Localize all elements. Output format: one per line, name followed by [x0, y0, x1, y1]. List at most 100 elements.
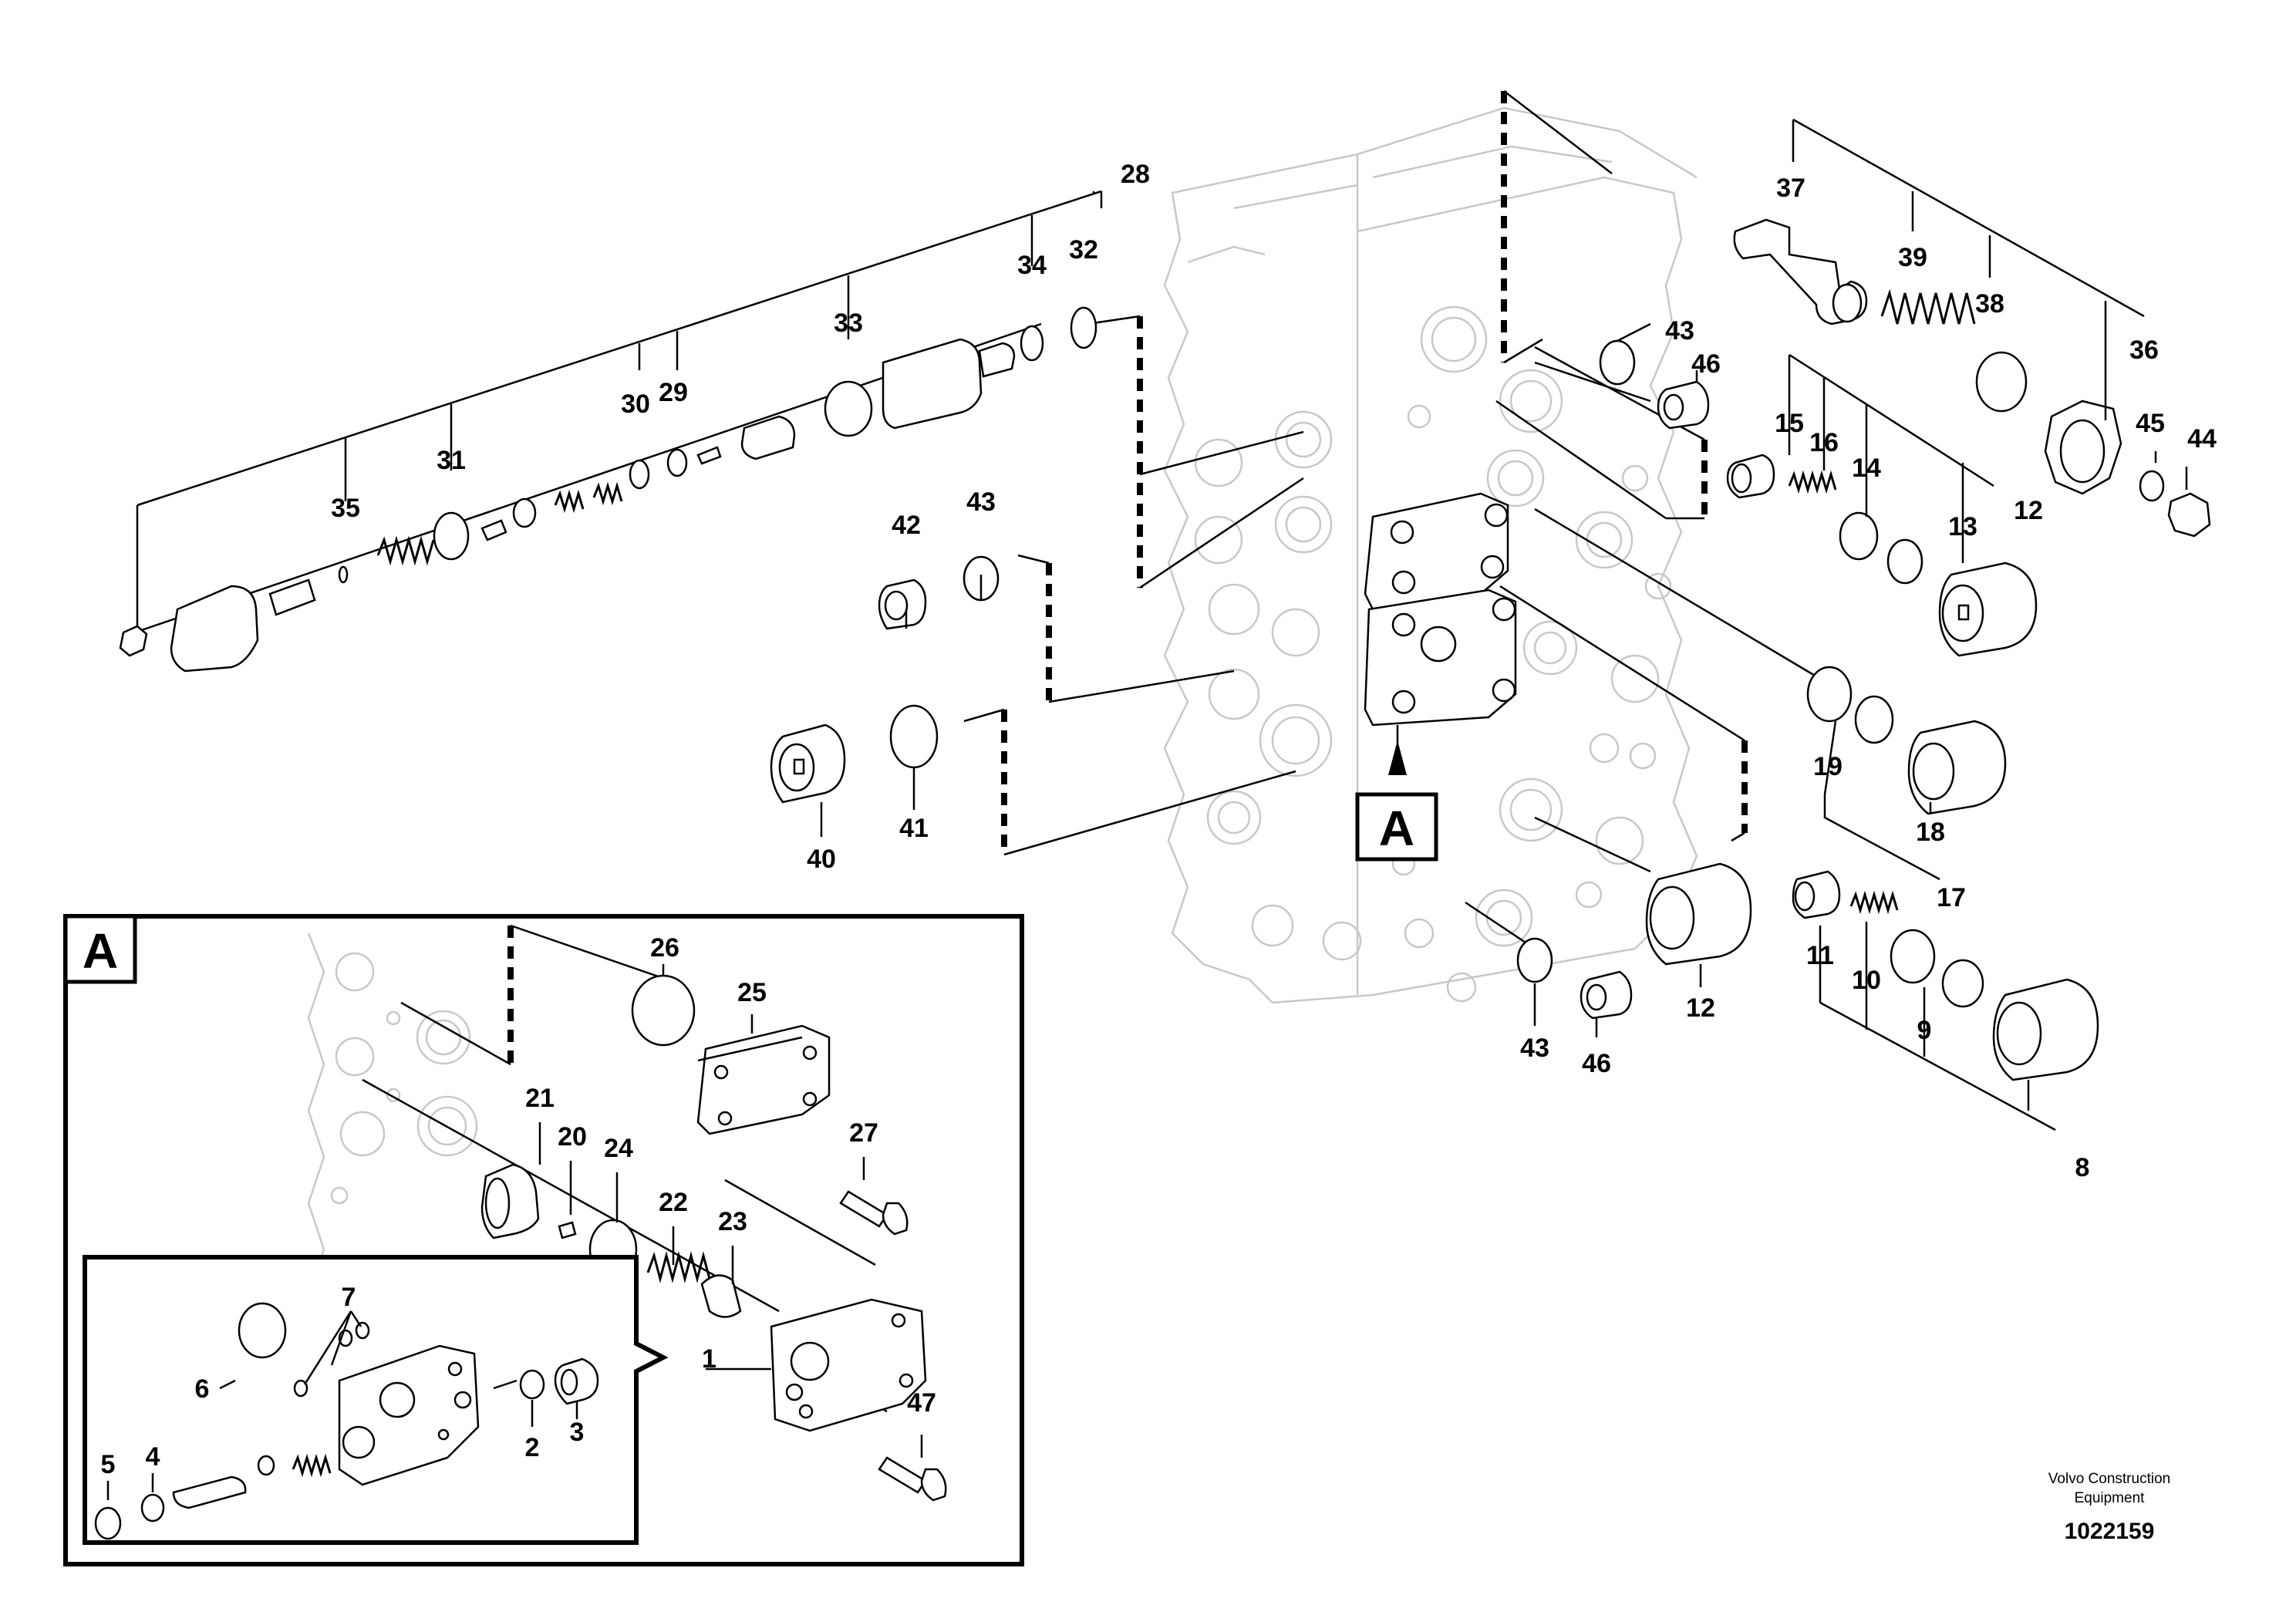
inset-title: A — [83, 923, 118, 979]
callout-39: 39 — [1898, 243, 1927, 272]
plug-36 — [2044, 400, 2122, 495]
bolt-47 — [878, 1456, 947, 1502]
plug-3 — [554, 1357, 599, 1405]
valve-housing — [338, 1344, 480, 1486]
o-ring-7c — [293, 1379, 308, 1398]
callout-43-left: 43 — [966, 487, 996, 517]
callout-3: 3 — [570, 1418, 585, 1447]
callout-41: 41 — [899, 814, 929, 843]
callout-19: 19 — [1813, 752, 1843, 781]
leader-lines — [963, 90, 1821, 950]
plug-42 — [878, 578, 927, 630]
o-ring-38 — [1975, 351, 2028, 413]
plug-5 — [94, 1506, 122, 1540]
spool-inner — [172, 1475, 247, 1509]
bolt-27 — [839, 1190, 909, 1236]
detail-a-inset: A — [63, 914, 1024, 1566]
callout-13: 13 — [1948, 512, 1977, 541]
publisher-name-line1: Volvo Construction — [2048, 1471, 2170, 1487]
callout-12-lower: 12 — [1686, 993, 1715, 1023]
plug-12-lower — [1645, 862, 1752, 966]
callout-37: 37 — [1776, 174, 1805, 203]
callout-17: 17 — [1937, 883, 1966, 912]
publisher-footer: Volvo Construction Equipment 1022159 — [2048, 1471, 2170, 1544]
pin-20 — [558, 1221, 577, 1239]
washer-inner — [257, 1455, 275, 1476]
o-ring-19 — [1806, 666, 1853, 723]
o-ring-43-lower — [1516, 937, 1553, 983]
cover-25 — [696, 1024, 831, 1135]
callout-18: 18 — [1916, 818, 1945, 847]
o-ring-45 — [2139, 470, 2165, 502]
callout-9: 9 — [1917, 1016, 1932, 1045]
spring-16 — [1788, 470, 1837, 494]
callout-36: 36 — [2129, 336, 2159, 365]
plug-40 — [770, 723, 846, 804]
o-ring-43-upper — [1599, 339, 1636, 386]
spring-10 — [1849, 890, 1899, 915]
callout-15: 15 — [1775, 409, 1804, 438]
callout-38: 38 — [1975, 289, 2004, 319]
callout-26: 26 — [650, 933, 679, 963]
callout-33: 33 — [834, 309, 863, 338]
valve-block-1 — [770, 1298, 927, 1432]
plug-8 — [1992, 978, 2099, 1081]
callout-leader-trees — [820, 118, 2188, 1131]
callout-40: 40 — [807, 845, 836, 874]
callout-6: 6 — [195, 1374, 210, 1404]
o-ring-6 — [238, 1302, 287, 1359]
callout-35: 35 — [331, 494, 360, 523]
publisher-name-line2: Equipment — [2075, 1490, 2146, 1506]
spring-23 — [700, 1274, 742, 1318]
plug-44 — [2167, 492, 2211, 538]
callout-31: 31 — [437, 446, 466, 475]
o-ring-4 — [140, 1493, 165, 1523]
callout-16: 16 — [1809, 428, 1839, 457]
detail-a-marker: A — [1355, 725, 1438, 862]
callout-34: 34 — [1017, 251, 1047, 280]
o-ring-9 — [1890, 929, 1936, 984]
control-valve-body — [1163, 106, 1698, 1004]
backup-ring-9 — [1941, 959, 1984, 1008]
valve-body-cover-lower — [1364, 588, 1517, 727]
spring-39 — [1880, 288, 1976, 325]
plug-13 — [1938, 561, 2038, 657]
callout-44: 44 — [2187, 424, 2217, 454]
backup-ring-19 — [1854, 695, 1894, 744]
callout-32: 32 — [1069, 235, 1098, 265]
callout-29: 29 — [659, 378, 688, 407]
callout-47: 47 — [907, 1388, 936, 1418]
callout-10: 10 — [1852, 966, 1881, 995]
poppet-15 — [1726, 454, 1775, 499]
callout-27: 27 — [849, 1118, 878, 1148]
callout-24: 24 — [604, 1134, 633, 1163]
spring-inner — [292, 1453, 332, 1478]
o-ring-26 — [631, 974, 696, 1047]
callout-42: 42 — [892, 511, 921, 540]
backup-ring-12-upper — [1886, 538, 1923, 585]
callout-5: 5 — [101, 1450, 116, 1479]
callout-43-upper: 43 — [1665, 316, 1694, 346]
callout-45: 45 — [2136, 409, 2165, 438]
o-ring-7b — [355, 1321, 370, 1340]
callout-11: 11 — [1806, 941, 1834, 970]
dashed-connectors — [1001, 91, 1748, 855]
callout-8: 8 — [2075, 1153, 2090, 1182]
plug-18 — [1907, 720, 2007, 815]
callout-43-lower: 43 — [1520, 1034, 1549, 1063]
o-ring-14 — [1839, 511, 1879, 561]
o-ring-41 — [889, 704, 939, 769]
callout-labels: 1 2 3 4 5 6 7 8 9 10 11 12 12 13 14 15 1… — [101, 160, 2217, 1479]
callout-1: 1 — [702, 1344, 716, 1374]
callout-22: 22 — [659, 1188, 688, 1217]
callout-21: 21 — [525, 1084, 555, 1113]
o-ring-2 — [519, 1369, 545, 1400]
callout-12-upper: 12 — [2014, 496, 2043, 525]
plug-46-upper — [1657, 380, 1710, 430]
callout-14: 14 — [1852, 454, 1881, 483]
spool-assembly-28 — [119, 190, 1103, 673]
callout-20: 20 — [558, 1122, 587, 1152]
callout-25: 25 — [737, 978, 767, 1007]
callout-23: 23 — [718, 1207, 747, 1236]
